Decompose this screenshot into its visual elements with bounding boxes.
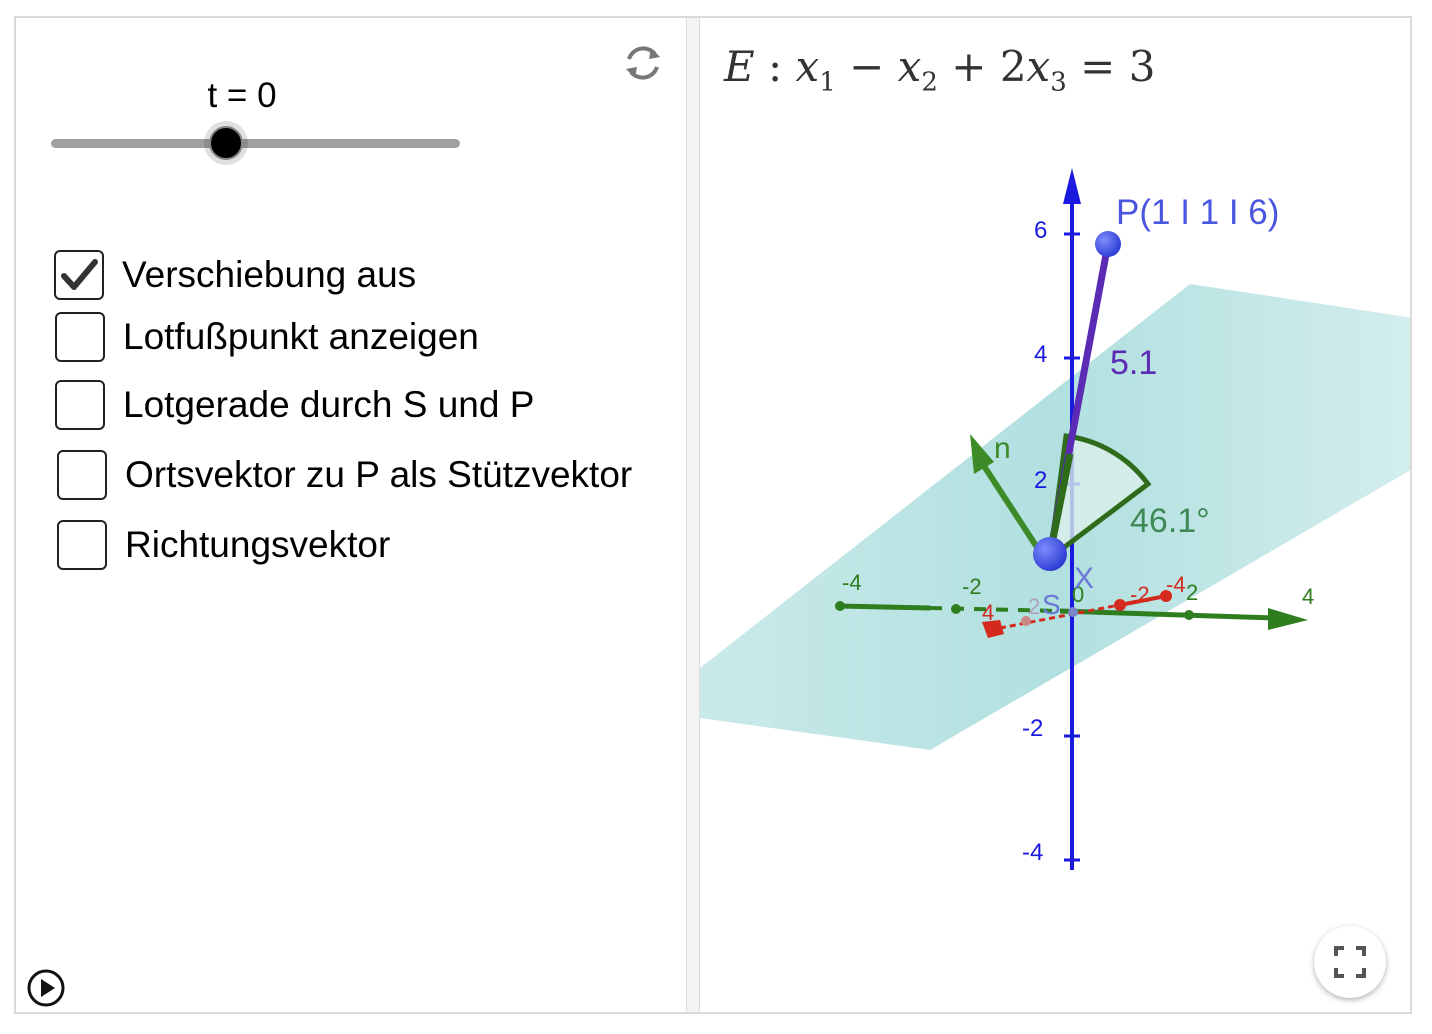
checkbox-ortsvektor[interactable]: Ortsvektor zu P als Stützvektor: [57, 450, 632, 500]
x-point-label: X: [1074, 562, 1094, 595]
z-tick-label: -4: [1022, 839, 1043, 866]
geogebra-applet: t = 0 Verschiebung aus Lotfußpunkt anzei…: [14, 16, 1412, 1014]
checkbox-lotfusspunkt[interactable]: Lotfußpunkt anzeigen: [55, 312, 479, 362]
fullscreen-button[interactable]: [1314, 926, 1386, 998]
x-tick-label: 4: [982, 600, 994, 625]
y-tick-label: 0: [1072, 582, 1084, 607]
checkbox-label: Richtungsvektor: [125, 524, 391, 565]
slider-thumb[interactable]: [204, 121, 248, 165]
y-tick-label: 2: [1186, 580, 1198, 605]
y-tick-label: -4: [842, 570, 862, 595]
point-s[interactable]: [1033, 537, 1067, 571]
slider-label: t = 0: [207, 76, 277, 115]
plane-equation: E : x1 − x2 + 2x3 = 3: [724, 42, 1156, 98]
scene-3d[interactable]: 6 4 2 -2 -4 -4 -2 0 2 4: [700, 18, 1410, 1012]
origin-point: [1068, 607, 1078, 617]
z-tick-label: 6: [1034, 217, 1047, 244]
y-tick-label: -2: [962, 574, 982, 599]
y-axis: [835, 601, 1308, 630]
play-icon[interactable]: [26, 968, 66, 1008]
x-tick-label: -4: [1166, 572, 1186, 597]
s-point-label: S: [1042, 589, 1061, 620]
checkbox-label: Lotgerade durch S und P: [123, 384, 535, 425]
checkbox-box[interactable]: [57, 450, 107, 500]
checkbox-box[interactable]: [57, 520, 107, 570]
x-tick-label: -2: [1130, 582, 1150, 607]
z-tick-label: -2: [1022, 715, 1043, 742]
checkbox-label: Ortsvektor zu P als Stützvektor: [125, 454, 633, 495]
checkbox-label: Verschiebung aus: [122, 254, 417, 295]
normal-vector[interactable]: [981, 464, 1047, 560]
panel-divider[interactable]: [686, 18, 700, 1012]
checkbox-box[interactable]: [55, 380, 105, 430]
z-tick-label: 2: [1034, 467, 1047, 494]
normal-label: n: [994, 432, 1011, 465]
checkbox-verschiebung[interactable]: Verschiebung aus: [54, 250, 416, 300]
checkbox-lotgerade[interactable]: Lotgerade durch S und P: [55, 380, 534, 430]
angle-label: 46.1°: [1130, 502, 1210, 540]
checkbox-label: Lotfußpunkt anzeigen: [123, 316, 479, 357]
point-p-label: P(1 I 1 I 6): [1116, 193, 1279, 232]
checkbox-box[interactable]: [55, 312, 105, 362]
checkbox-richtungsvektor[interactable]: Richtungsvektor: [57, 520, 390, 570]
y-tick-labels: -4 -2 0 2 4: [842, 570, 1314, 609]
slider-track[interactable]: [51, 139, 460, 148]
fullscreen-icon: [1334, 946, 1366, 978]
checkmark-icon: [61, 259, 98, 290]
x-tick-labels: 4 2 -2 -4: [982, 572, 1186, 625]
scene-labels: P(1 I 1 I 6) 5.1 46.1° n X S: [994, 193, 1279, 620]
y-tick-label: 4: [1302, 584, 1314, 609]
z-tick-label: 4: [1034, 341, 1047, 368]
x-axis: [982, 590, 1172, 638]
normal-vector-arrow: [970, 434, 994, 474]
x-tick-label: 2: [1028, 594, 1040, 619]
algebra-controls-panel: t = 0 Verschiebung aus Lotfußpunkt anzei…: [16, 18, 686, 1012]
distance-label: 5.1: [1110, 344, 1157, 382]
z-tick-labels: 6 4 2 -2 -4: [1022, 217, 1047, 866]
point-p[interactable]: [1095, 231, 1121, 257]
checkbox-box[interactable]: [54, 250, 104, 300]
graphics-3d-view[interactable]: E : x1 − x2 + 2x3 = 3: [700, 18, 1410, 1012]
reset-icon[interactable]: [620, 40, 666, 86]
